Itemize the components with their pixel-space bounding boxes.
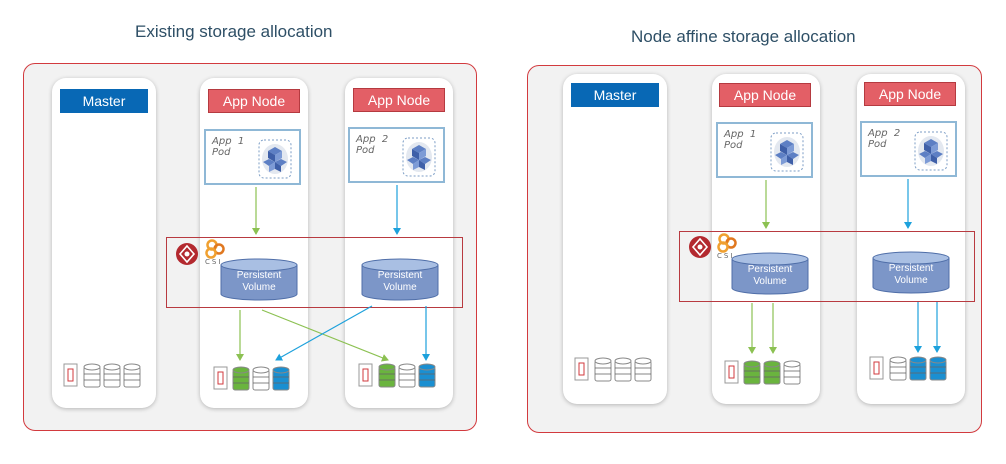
- right-app-node-1-disks: [724, 360, 801, 385]
- right-master-label: Master: [571, 83, 659, 107]
- blue-disk-icon: [418, 363, 436, 388]
- right-pv-1-label: Persistent Volume: [747, 264, 793, 287]
- blue-disk-icon: [909, 356, 927, 381]
- right-pod-2-label: App 2 Pod: [868, 128, 901, 150]
- left-master-disks: [63, 363, 141, 388]
- blue-disk-icon: [272, 366, 290, 391]
- volume-cylinder-icon: [220, 258, 298, 301]
- left-app-node-1-label: App Node: [208, 89, 300, 113]
- left-pod-1-label: App 1 Pod: [212, 136, 245, 158]
- volume-cylinder-icon: [872, 251, 950, 294]
- left-arrow-pv2-disk-a: [275, 305, 373, 361]
- left-app-1-pod: App 1 Pod: [204, 129, 301, 185]
- volume-cylinder-icon: [361, 258, 439, 301]
- server-icon: [63, 363, 78, 387]
- kubernetes-pod-icon: [914, 131, 948, 171]
- left-persistent-volume-2: Persistent Volume: [361, 258, 439, 302]
- right-app-node-2-label: App Node: [864, 82, 956, 106]
- green-disk-icon: [763, 360, 781, 385]
- green-disk-icon: [378, 363, 396, 388]
- right-app-node-2-disks: [869, 356, 947, 381]
- kubernetes-pod-icon: [402, 137, 436, 177]
- right-app-2-pod: App 2 Pod: [860, 121, 957, 177]
- right-master-column: [563, 74, 667, 404]
- openebs-logo-icon: [176, 243, 198, 265]
- server-icon: [574, 357, 589, 381]
- csi-logo-icon: [205, 239, 225, 259]
- server-icon: [724, 360, 739, 384]
- green-disk-icon: [743, 360, 761, 385]
- right-app-node-1-label: App Node: [719, 83, 811, 107]
- right-app-1-pod: App 1 Pod: [716, 122, 813, 178]
- server-icon: [213, 366, 228, 390]
- volume-cylinder-icon: [731, 252, 809, 295]
- csi-logo-icon: [717, 233, 737, 253]
- left-app-node-2-label: App Node: [353, 88, 445, 112]
- right-persistent-volume-1: Persistent Volume: [731, 252, 809, 296]
- left-arrow-pv1-disk-b: [261, 309, 389, 362]
- left-app-node-1-disks: [213, 366, 290, 391]
- csi-label: CSI: [717, 252, 735, 260]
- left-pv-1-label: Persistent Volume: [236, 270, 282, 293]
- kubernetes-pod-icon: [258, 139, 292, 179]
- left-app-node-2-disks: [358, 363, 436, 388]
- kubernetes-pod-icon: [770, 132, 804, 172]
- csi-label: CSI: [205, 258, 223, 266]
- server-icon: [869, 356, 884, 380]
- left-persistent-volume-1: Persistent Volume: [220, 258, 298, 302]
- right-pod-1-label: App 1 Pod: [724, 129, 757, 151]
- openebs-logo-icon: [689, 236, 711, 258]
- right-master-disks: [574, 357, 652, 382]
- right-title: Node affine storage allocation: [631, 27, 856, 46]
- left-pv-2-label: Persistent Volume: [377, 270, 423, 293]
- blue-disk-icon: [929, 356, 947, 381]
- left-storage-provisioner-box: [166, 237, 463, 308]
- left-pod-2-label: App 2 Pod: [356, 134, 389, 156]
- right-persistent-volume-2: Persistent Volume: [872, 251, 950, 295]
- green-disk-icon: [232, 366, 250, 391]
- left-title: Existing storage allocation: [135, 22, 333, 41]
- left-master-column: [52, 78, 156, 408]
- server-icon: [358, 363, 373, 387]
- right-pv-2-label: Persistent Volume: [888, 263, 934, 286]
- left-master-label: Master: [60, 89, 148, 113]
- left-app-2-pod: App 2 Pod: [348, 127, 445, 183]
- right-storage-provisioner-box: [679, 231, 975, 302]
